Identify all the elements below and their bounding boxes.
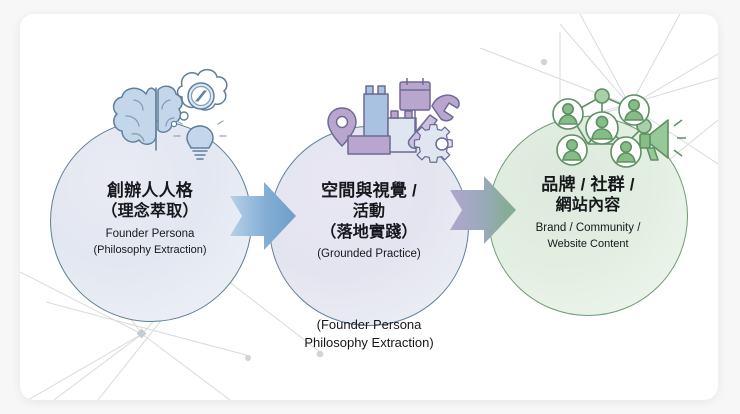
stage2-cn-line1: 空間與視覺 / xyxy=(321,181,417,200)
caption-line2: Philosophy Extraction) xyxy=(304,335,434,351)
process-flow: 創辦人人格 （理念萃取） Founder Persona (Philosophy… xyxy=(20,14,718,400)
stage3-en-line2: Website Content xyxy=(547,237,629,250)
stage1-cn-line2: （理念萃取） xyxy=(101,202,199,220)
stage2-cn-line3: （落地實踐） xyxy=(320,223,418,241)
stage1-en-line2: (Philosophy Extraction) xyxy=(93,243,207,256)
icon-cluster-founder-persona xyxy=(112,68,228,160)
stage2-en-line1: (Grounded Practice) xyxy=(317,248,421,261)
stage-label-brand-community-website: 品牌 / 社群 / 網站內容 Brand / Community / Websi… xyxy=(488,174,688,252)
stage1-en-line1: Founder Persona xyxy=(105,227,195,240)
stage-circle-founder-persona[interactable] xyxy=(50,120,252,322)
stage1-cn-line1: 創辦人人格 xyxy=(107,181,193,200)
stage-label-founder-persona: 創辦人人格 （理念萃取） Founder Persona (Philosophy… xyxy=(50,180,250,258)
diagram-caption: (Founder Persona Philosophy Extraction) xyxy=(239,316,499,353)
stage3-cn-line2: 網站內容 xyxy=(555,196,621,214)
arrow-stage1-to-stage2 xyxy=(230,182,296,250)
stage3-cn-line1: 品牌 / 社群 / xyxy=(541,175,635,194)
stage-label-space-visual-activity: 空間與視覺 / 活動 （落地實踐） (Grounded Practice) xyxy=(269,180,469,263)
stage2-cn-line2: 活動 xyxy=(352,202,386,220)
caption-line1: (Founder Persona xyxy=(316,317,422,332)
icon-cluster-brand-community-website xyxy=(552,88,686,168)
diagram-card: 創辦人人格 （理念萃取） Founder Persona (Philosophy… xyxy=(20,14,718,400)
stage3-en-line1: Brand / Community / xyxy=(535,221,641,234)
icon-cluster-space-visual-activity xyxy=(327,78,460,163)
arrow-stage2-to-stage3 xyxy=(450,176,516,244)
